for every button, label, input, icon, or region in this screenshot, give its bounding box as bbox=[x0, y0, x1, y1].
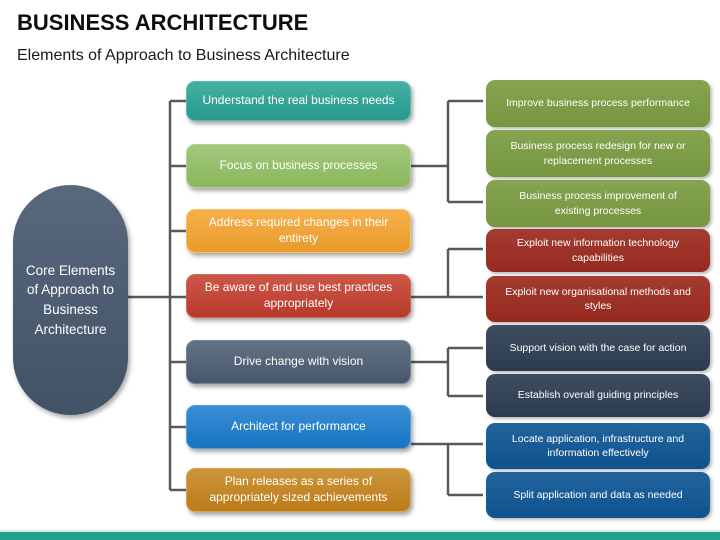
middle-box-architect: Architect for performance bbox=[186, 405, 411, 449]
middle-box-understand: Understand the real business needs bbox=[186, 81, 411, 121]
middle-box-best-practices: Be aware of and use best practices appro… bbox=[186, 274, 411, 318]
core-oval: Core Elements of Approach to Business Ar… bbox=[13, 185, 128, 415]
connector-lines bbox=[126, 99, 483, 497]
right-box-process-redesign: Business process redesign for new or rep… bbox=[486, 130, 710, 177]
right-box-process-improvement: Business process improvement of existing… bbox=[486, 180, 710, 227]
footer-hairline bbox=[0, 530, 720, 532]
right-box-split-application: Split application and data as needed bbox=[486, 472, 710, 518]
right-box-locate-application: Locate application, infrastructure and i… bbox=[486, 423, 710, 469]
right-box-guiding-principles: Establish overall guiding principles bbox=[486, 374, 710, 417]
right-box-support-vision: Support vision with the case for action bbox=[486, 325, 710, 371]
slide-title: BUSINESS ARCHITECTURE bbox=[17, 10, 309, 35]
right-box-exploit-it: Exploit new information technology capab… bbox=[486, 229, 710, 272]
middle-box-focus: Focus on business processes bbox=[186, 144, 411, 188]
right-box-exploit-organisational: Exploit new organisational methods and s… bbox=[486, 276, 710, 322]
middle-box-address: Address required changes in their entire… bbox=[186, 209, 411, 253]
right-box-improve-performance: Improve business process performance bbox=[486, 80, 710, 127]
middle-box-drive-change: Drive change with vision bbox=[186, 340, 411, 384]
footer-accent-bar bbox=[0, 532, 720, 540]
middle-box-plan-releases: Plan releases as a series of appropriate… bbox=[186, 468, 411, 512]
slide-subtitle: Elements of Approach to Business Archite… bbox=[17, 47, 350, 64]
